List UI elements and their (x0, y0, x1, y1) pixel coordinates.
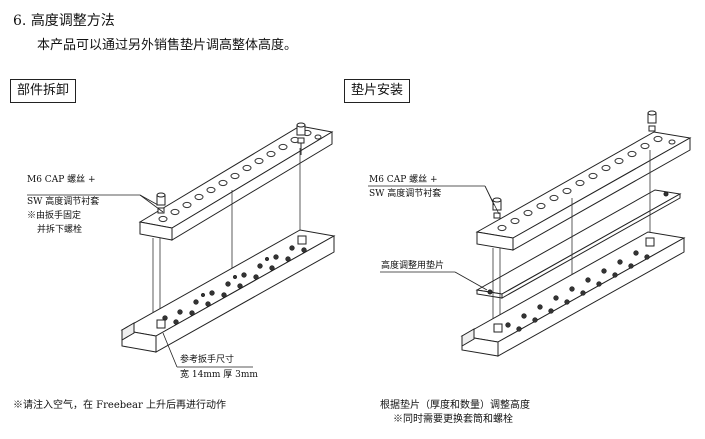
left-note-line1: ※由扳手固定 (27, 211, 82, 221)
right-shim (475, 189, 682, 299)
left-panel-label: 部件拆卸 (10, 79, 77, 103)
left-top-bar (138, 125, 334, 241)
right-footer-line2: ※同时需要更换套筒和螺栓 (393, 414, 513, 425)
shim-label: 高度调整用垫片 (381, 261, 445, 271)
right-bolt-callout-line1: M6 CAP 螺丝 + (369, 175, 438, 185)
section-description: 本产品可以通过另外销售垫片调高整体高度。 (37, 38, 298, 53)
section-heading: 6. 高度调整方法 (13, 10, 115, 30)
wrench-size-label: 参考扳手尺寸 (180, 355, 235, 365)
section-number: 6. (13, 13, 27, 29)
right-bolts (492, 110, 657, 219)
right-bolt-callout-line2: SW 高度调节衬套 (369, 189, 442, 199)
left-footer-note: ※请注入空气，在 Freebear 上升后再进行动作 (13, 400, 226, 411)
left-bolt-callout-line1: M6 CAP 螺丝 + (27, 175, 96, 185)
right-panel-label: 垫片安装 (344, 79, 411, 103)
left-bolt-callout-line2: SW 高度调节衬套 (27, 197, 100, 207)
right-footer-line1: 根据垫片（厚度和数量）调整高度 (380, 400, 530, 411)
left-note-line2: 并拆下螺栓 (37, 225, 83, 235)
wrench-size-dims: 宽 14mm 厚 3mm (180, 370, 258, 380)
section-title: 高度调整方法 (30, 13, 115, 29)
